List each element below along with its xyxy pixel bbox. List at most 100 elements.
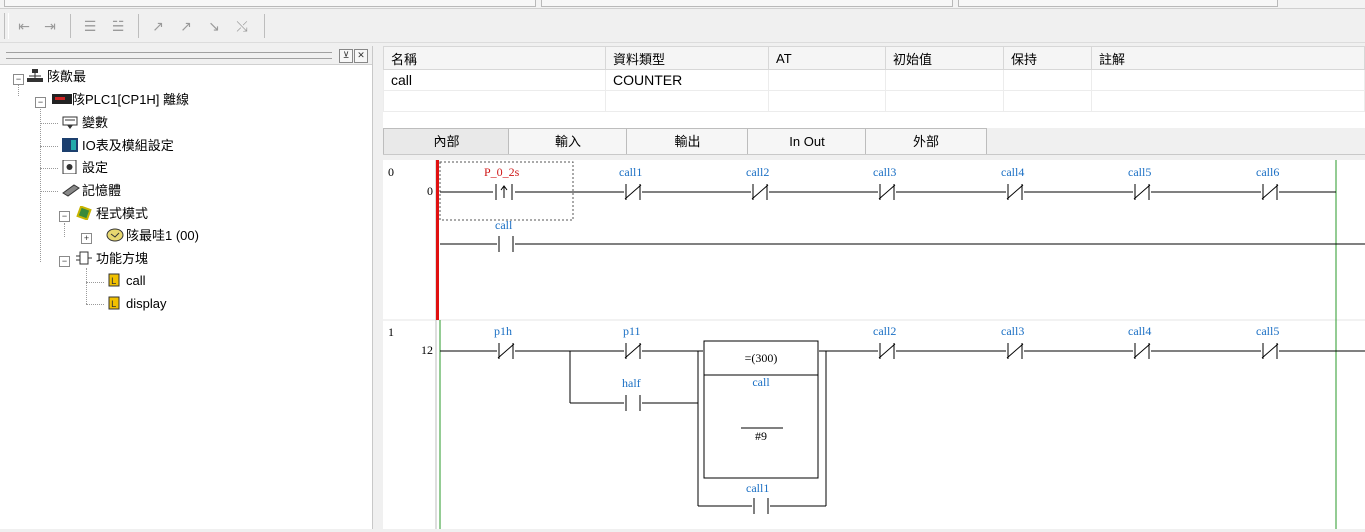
cell-name[interactable]: call bbox=[383, 69, 606, 91]
column-header-type[interactable]: 資料類型 bbox=[605, 46, 769, 70]
tree-item-label: 陔最哇1 (00) bbox=[126, 228, 199, 243]
tree-item-settings[interactable]: 設定 bbox=[62, 158, 108, 178]
io-table-icon bbox=[62, 138, 78, 152]
svg-text:p11: p11 bbox=[623, 324, 641, 338]
ladder-diagram: 0 0 1 12 P_0_2s call1 call2 bbox=[383, 160, 1365, 529]
ladder-editor[interactable]: 0 0 1 12 P_0_2s call1 call2 bbox=[383, 160, 1365, 529]
tree-item-label: 記憶體 bbox=[82, 183, 122, 198]
tree-item-variables[interactable]: 變數 bbox=[62, 113, 108, 133]
column-header-at[interactable]: AT bbox=[768, 46, 886, 70]
cell-at[interactable] bbox=[768, 90, 886, 112]
tab-input[interactable]: 輸入 bbox=[508, 128, 628, 154]
rung1-function-block[interactable]: =(300) call #9 bbox=[703, 340, 819, 479]
tree-plc-label: 陔PLC1[CP1H] 離線 bbox=[72, 92, 190, 107]
collapse-root-toggle[interactable]: − bbox=[13, 74, 24, 85]
column-header-comment[interactable]: 註解 bbox=[1091, 46, 1365, 70]
tree-item-fb-call[interactable]: L call bbox=[106, 271, 146, 291]
toolbar-separator bbox=[264, 14, 265, 38]
cell-type[interactable]: COUNTER bbox=[605, 69, 769, 91]
indent-left-icon[interactable]: ⇤ bbox=[18, 18, 30, 34]
ladder-toolbar: ⇤ ⇥ ☰ ☱ ↗ ↗ ↘ ⤯ bbox=[0, 9, 1365, 43]
rung0-contact-call2[interactable]: call2 bbox=[746, 165, 769, 200]
variables-icon bbox=[62, 115, 78, 129]
svg-text:p1h: p1h bbox=[494, 324, 512, 338]
toolbar-grip[interactable] bbox=[4, 13, 9, 39]
table-header-row: 名稱 資料類型 AT 初始值 保持 註解 bbox=[383, 46, 1365, 70]
rung0-step: 0 bbox=[427, 184, 433, 198]
rung1-contact-call2[interactable]: call2 bbox=[873, 324, 896, 359]
contact-down-icon[interactable]: ↘ bbox=[208, 18, 220, 34]
column-header-name[interactable]: 名稱 bbox=[383, 46, 606, 70]
collapse-fb-toggle[interactable]: − bbox=[59, 256, 70, 267]
tree-root-label: 陔歕最 bbox=[47, 69, 87, 84]
settings-icon bbox=[62, 159, 78, 175]
rung0-contact-call[interactable]: call bbox=[495, 218, 515, 252]
cell-initial[interactable] bbox=[885, 90, 1004, 112]
rung0-contact-call3[interactable]: call3 bbox=[873, 165, 896, 200]
svg-text:call3: call3 bbox=[873, 165, 896, 179]
close-icon[interactable]: ✕ bbox=[354, 49, 368, 63]
tree-item-program-mode[interactable]: 程式模式 bbox=[76, 204, 148, 224]
rung0-contact-call4[interactable]: call4 bbox=[1001, 165, 1024, 200]
indent-right-icon[interactable]: ⇥ bbox=[44, 18, 56, 34]
expand-task-toggle[interactable]: + bbox=[81, 233, 92, 244]
collapse-program-toggle[interactable]: − bbox=[59, 211, 70, 222]
rung0-contact-call1[interactable]: call1 bbox=[619, 165, 642, 200]
svg-text:P_0_2s: P_0_2s bbox=[484, 165, 520, 179]
pane-grip[interactable] bbox=[6, 52, 332, 59]
cell-type[interactable] bbox=[605, 90, 769, 112]
toolbar-segment bbox=[958, 0, 1278, 7]
svg-text:call5: call5 bbox=[1128, 165, 1151, 179]
align-right-icon[interactable]: ☱ bbox=[111, 18, 125, 34]
column-header-retain[interactable]: 保持 bbox=[1003, 46, 1092, 70]
tree-item-fb-display[interactable]: L display bbox=[106, 294, 167, 314]
rung0-contact-call5[interactable]: call5 bbox=[1128, 165, 1151, 200]
memory-icon bbox=[62, 183, 80, 197]
rung1-contact-call1[interactable]: call1 bbox=[746, 481, 770, 514]
tree-item-label: IO表及模組設定 bbox=[82, 138, 174, 153]
tree-item-label: call bbox=[126, 273, 146, 288]
cell-name[interactable] bbox=[383, 90, 606, 112]
align-left-icon[interactable]: ☰ bbox=[83, 18, 97, 34]
tree-item-memory[interactable]: 記憶體 bbox=[62, 181, 121, 201]
toolbar-segment bbox=[4, 0, 536, 7]
rung1-number: 1 bbox=[388, 325, 394, 339]
cell-retain[interactable] bbox=[1003, 90, 1092, 112]
tree-item-label: 功能方塊 bbox=[96, 251, 149, 266]
cell-comment[interactable] bbox=[1091, 90, 1365, 112]
cell-initial[interactable] bbox=[885, 69, 1004, 91]
tab-output[interactable]: 輸出 bbox=[626, 128, 749, 154]
tree-plc[interactable]: 陔PLC1[CP1H] 離線 bbox=[52, 90, 189, 110]
rung1-contact-call5[interactable]: call5 bbox=[1256, 324, 1279, 359]
svg-text:call3: call3 bbox=[1001, 324, 1024, 338]
tab-in-out[interactable]: In Out bbox=[747, 128, 867, 154]
contact-clear-icon[interactable]: ⤯ bbox=[236, 18, 248, 34]
task-icon bbox=[106, 228, 124, 242]
tree-item-program1[interactable]: 陔最哇1 (00) bbox=[106, 226, 199, 246]
rung1-contact-call4[interactable]: call4 bbox=[1128, 324, 1151, 359]
cell-at[interactable] bbox=[768, 69, 886, 91]
cell-comment[interactable] bbox=[1091, 69, 1365, 91]
tab-external[interactable]: 外部 bbox=[865, 128, 987, 154]
contact-up-icon[interactable]: ↗ bbox=[180, 18, 192, 34]
rung1-contact-half[interactable]: half bbox=[622, 376, 642, 411]
tree-root[interactable]: 陔歕最 bbox=[27, 67, 86, 87]
tree-item-function-blocks[interactable]: 功能方塊 bbox=[76, 249, 148, 269]
cell-retain[interactable] bbox=[1003, 69, 1092, 91]
pin-icon[interactable]: ⊻ bbox=[339, 49, 353, 63]
table-row[interactable]: call COUNTER bbox=[383, 69, 1365, 91]
rung1-contact-p1h[interactable]: p1h bbox=[494, 324, 515, 359]
rung1-contact-call3[interactable]: call3 bbox=[1001, 324, 1024, 359]
column-header-initial[interactable]: 初始值 bbox=[885, 46, 1004, 70]
collapse-plc-toggle[interactable]: − bbox=[35, 97, 46, 108]
tree-item-io-table[interactable]: IO表及模組設定 bbox=[62, 136, 174, 156]
rung0-contact-P_0_2s[interactable]: P_0_2s bbox=[484, 165, 520, 200]
rung1-contact-p11[interactable]: p11 bbox=[623, 324, 642, 359]
rung0-contact-call6[interactable]: call6 bbox=[1256, 165, 1279, 200]
contact-icon[interactable]: ↗ bbox=[152, 18, 164, 34]
network-icon bbox=[27, 69, 43, 83]
plc-icon bbox=[52, 92, 72, 106]
tab-internal[interactable]: 內部 bbox=[383, 128, 510, 154]
tree-item-label: 變數 bbox=[82, 115, 109, 130]
table-row[interactable] bbox=[383, 90, 1365, 112]
